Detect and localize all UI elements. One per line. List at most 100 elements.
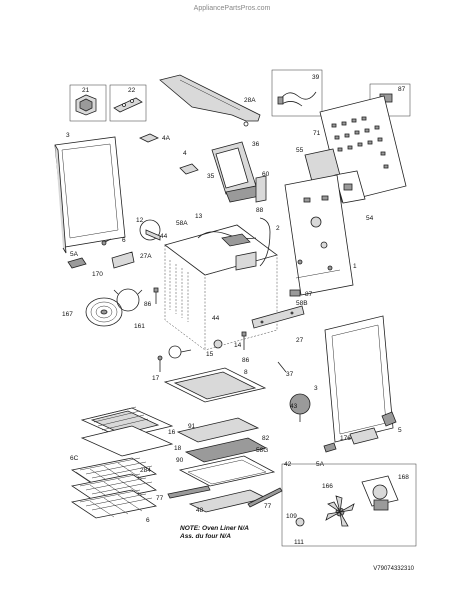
part-87-screw[interactable] [289,289,301,297]
callout-13: 13 [195,213,203,220]
part-58G-drawer-side[interactable] [184,437,268,463]
callout-4A: 4A [162,135,171,142]
part-176-hinge-receiver[interactable] [349,427,379,445]
callout-170: 170 [92,271,103,278]
part-166-fan-blade[interactable] [325,495,355,527]
callout-167: 167 [62,311,73,318]
part-27A-hinge-bracket[interactable] [111,251,135,269]
part-167-convection-fan-cover[interactable] [85,297,123,327]
callout-91: 91 [188,423,196,430]
note-line-1: NOTE: Oven Liner N/A [180,525,249,532]
callout-77-b: 77 [264,503,272,510]
callout-37: 37 [286,371,294,378]
callout-14: 14 [234,342,242,349]
callout-21: 21 [82,87,90,94]
callout-22: 22 [128,87,136,94]
part-50-plate[interactable] [334,170,366,204]
part-28A-top-bracket[interactable] [159,74,261,127]
callout-3-right: 3 [314,385,318,392]
part-37-pin[interactable] [277,361,287,373]
callout-18: 18 [174,445,182,452]
callout-42: 42 [284,461,292,468]
callout-176: 176 [340,435,351,442]
oven-cavity-liner [164,217,278,351]
callout-15: 15 [206,351,214,358]
callout-82: 82 [262,435,270,442]
part-1-back-panel[interactable] [284,174,354,296]
callout-5: 5 [398,427,402,434]
part-22-bracket[interactable] [109,84,147,122]
part-91-drawer-front[interactable] [176,417,260,443]
callout-28A: 28A [244,97,256,104]
callout-4: 4 [183,150,187,157]
callout-1: 1 [353,263,357,270]
callout-27: 27 [296,337,304,344]
part-4A-clip[interactable] [139,133,159,143]
part-109-nut[interactable] [295,517,305,527]
part-60-bracket[interactable] [255,175,267,203]
callout-111: 111 [294,539,304,546]
callout-60: 60 [262,171,270,178]
part-27-trim-bar[interactable] [251,305,305,329]
callout-109: 109 [286,513,297,520]
callout-48: 48 [196,507,204,514]
callout-77-a: 77 [156,495,164,502]
callout-3-top: 3 [66,132,70,139]
part-14-light-lens[interactable] [213,339,223,349]
part-3-door-right[interactable] [324,315,394,443]
part-43-leveling-leg[interactable] [289,393,311,422]
part-39-wire-harness[interactable] [271,69,323,117]
callout-161: 161 [134,323,145,330]
part-15-light-socket[interactable] [168,345,192,359]
part-12-igniter[interactable] [139,219,161,241]
callout-86-b: 86 [242,357,250,364]
part-86-wire-b[interactable] [241,331,247,350]
part-90-drawer-panel[interactable] [178,455,276,487]
callout-58B: 58B [296,300,308,307]
callout-2: 2 [276,225,280,232]
callout-43: 43 [290,403,298,410]
callout-54: 54 [366,215,374,222]
callout-5A-left: 5A [70,251,79,258]
part-86-sensor[interactable] [153,287,159,304]
part-4-latch[interactable] [179,163,199,175]
part-5A-hinge-right[interactable] [323,442,337,453]
callout-90: 90 [176,457,184,464]
callout-284: 284 [140,467,151,474]
callout-17: 17 [152,375,160,382]
callout-71: 71 [313,130,321,137]
callout-58G: 58G [256,447,268,454]
part-5-hinge-right[interactable] [381,411,397,427]
callout-6-rack: 6 [146,517,150,524]
part-36-vent-duct[interactable] [211,141,261,203]
callout-36: 36 [252,141,260,148]
callout-6C: 6C [70,455,79,462]
callout-58A: 58A [176,220,188,227]
callout-44-top: 44 [160,233,168,240]
callout-88: 88 [256,207,264,214]
part-17-wire[interactable] [157,355,163,372]
part-168-convection-motor[interactable] [281,463,417,547]
part-16-broil-pan[interactable] [80,406,174,457]
callout-44-b: 44 [212,315,220,322]
part-6C-oven-rack[interactable] [70,457,158,519]
callout-6-left: 6 [122,237,126,244]
part-6-screw[interactable] [101,238,112,246]
callout-166: 166 [322,483,333,490]
callout-87-top: 87 [398,86,406,93]
part-161-convection-element[interactable] [113,288,143,312]
part-77-drawer-slide[interactable] [167,485,211,499]
callout-16: 16 [168,429,176,436]
callout-87: 87 [305,291,313,298]
callout-86-a: 86 [144,301,152,308]
diagram-code: V79074332310 [373,566,414,572]
callout-27A: 27A [140,253,152,260]
callout-168: 168 [398,474,409,481]
part-5A-hinge[interactable] [67,257,87,269]
site-watermark: AppliancePartsPros.com [194,5,271,12]
part-8-bottom-tray[interactable] [163,367,267,403]
part-3-door-frame[interactable] [54,136,126,254]
callout-5A-right: 5A [316,461,325,468]
part-21-bracket[interactable] [69,84,107,122]
